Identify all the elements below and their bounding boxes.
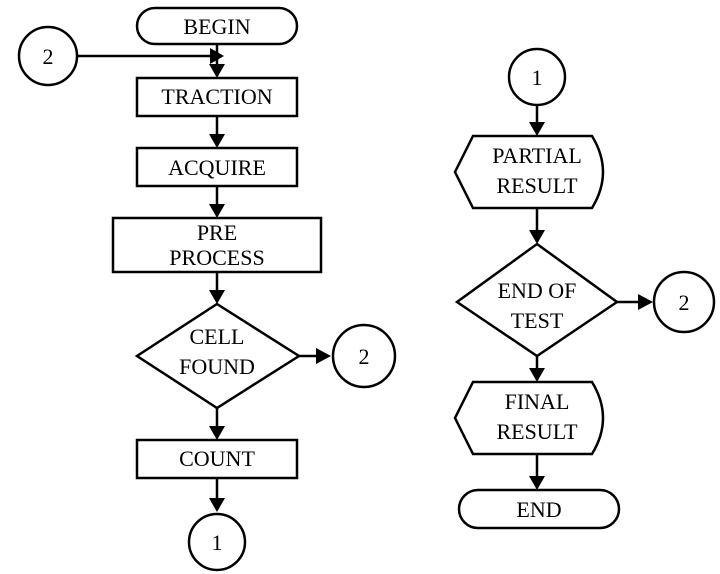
end-label: END bbox=[516, 497, 561, 522]
end-node: END bbox=[457, 488, 621, 530]
traction-box: TRACTION bbox=[135, 76, 299, 118]
arrow-acquire-preprocess-head bbox=[209, 204, 225, 218]
left-connector-end-label: 1 bbox=[212, 530, 223, 555]
count-box: COUNT bbox=[135, 438, 299, 480]
arrow-begin-traction-head bbox=[209, 64, 225, 78]
right-connector-start-label: 1 bbox=[532, 65, 543, 90]
left-connector-out-label: 2 bbox=[359, 344, 370, 369]
arrow-endoftest-connector-head bbox=[638, 294, 653, 310]
count-label: COUNT bbox=[179, 446, 255, 471]
right-connector-out: 2 bbox=[652, 270, 716, 334]
final-result-display: FINAL RESULT bbox=[453, 380, 605, 456]
begin-node: BEGIN bbox=[135, 6, 299, 46]
partial-result-label-1: PARTIAL bbox=[492, 143, 582, 168]
arrow-cellfound-connector-head bbox=[316, 348, 331, 364]
arrow-cellfound-count-head bbox=[209, 426, 225, 440]
cell-found-label-2: FOUND bbox=[179, 354, 255, 379]
arrow-final-end-head bbox=[529, 476, 545, 490]
right-connector-out-label: 2 bbox=[679, 290, 690, 315]
cell-found-label-1: CELL bbox=[190, 324, 245, 349]
partial-result-label-2: RESULT bbox=[496, 173, 578, 198]
preprocess-label-2: PROCESS bbox=[169, 245, 264, 270]
acquire-box: ACQUIRE bbox=[135, 146, 299, 188]
end-of-test-label-1: END OF bbox=[498, 278, 577, 303]
left-connector-in-label: 2 bbox=[43, 44, 54, 69]
final-result-label-2: RESULT bbox=[496, 419, 578, 444]
preprocess-box: PRE PROCESS bbox=[111, 216, 323, 274]
arrow-endoftest-final-head bbox=[529, 368, 545, 382]
arrow-preprocess-cellfound-head bbox=[209, 290, 225, 304]
acquire-label: ACQUIRE bbox=[168, 155, 266, 180]
cell-found-decision: CELL FOUND bbox=[134, 302, 302, 410]
end-of-test-label-2: TEST bbox=[511, 308, 564, 333]
final-result-label-1: FINAL bbox=[505, 389, 570, 414]
begin-label: BEGIN bbox=[183, 14, 250, 39]
arrow-count-connector-head bbox=[209, 498, 225, 512]
arrow-traction-acquire-head bbox=[209, 134, 225, 148]
partial-result-display: PARTIAL RESULT bbox=[453, 134, 605, 210]
traction-label: TRACTION bbox=[161, 84, 272, 109]
left-connector-end: 1 bbox=[187, 512, 247, 572]
arrow-partial-endoftest-head bbox=[529, 230, 545, 244]
left-connector-out: 2 bbox=[331, 323, 397, 389]
arrow-connector-partial-head bbox=[529, 122, 545, 136]
left-connector-in: 2 bbox=[17, 25, 79, 87]
end-of-test-decision: END OF TEST bbox=[454, 242, 620, 358]
preprocess-label-1: PRE bbox=[197, 220, 237, 245]
right-connector-start: 1 bbox=[507, 47, 567, 107]
